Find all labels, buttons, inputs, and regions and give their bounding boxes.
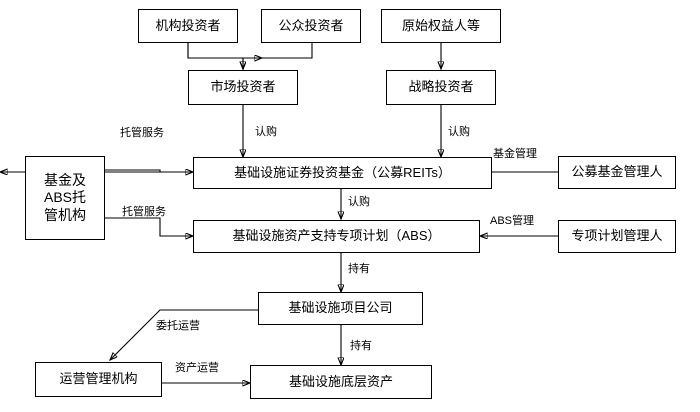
edge-label-abs-management: ABS管理 [490, 215, 535, 227]
edge-label-subscribe-market: 认购 [255, 126, 277, 138]
node-original-equity-holders[interactable]: 原始权益人等 [381, 9, 501, 43]
node-project-company[interactable]: 基础设施项目公司 [258, 292, 423, 325]
node-institutional-investors[interactable]: 机构投资者 [138, 9, 238, 43]
edge-label-custody-service-bottom: 托管服务 [122, 206, 166, 218]
edge-label-asset-operation: 资产运营 [175, 362, 219, 374]
edge-label-fund-management: 基金管理 [493, 148, 537, 160]
node-custody-institution[interactable]: 基金及 ABS托 管机构 [25, 156, 105, 240]
node-public-reits-fund[interactable]: 基础设施证券投资基金（公募REITs） [193, 157, 492, 189]
node-underlying-assets[interactable]: 基础设施底层资产 [250, 365, 432, 399]
node-abs-plan[interactable]: 基础设施资产支持专项计划（ABS） [193, 220, 480, 253]
edge-label-hold-underlying-assets: 持有 [350, 340, 372, 352]
edge-label-custody-service-top: 托管服务 [120, 127, 164, 139]
node-public-investors[interactable]: 公众投资者 [261, 9, 361, 43]
node-operation-manager[interactable]: 运营管理机构 [35, 362, 162, 397]
edge-label-subscribe-abs: 认购 [348, 196, 370, 208]
node-public-fund-manager[interactable]: 公募基金管理人 [558, 156, 676, 189]
edge-label-entrusted-operation: 委托运营 [156, 320, 200, 332]
node-abs-plan-manager[interactable]: 专项计划管理人 [558, 220, 676, 253]
node-market-investors[interactable]: 市场投资者 [188, 70, 298, 105]
node-strategic-investors[interactable]: 战略投资者 [386, 70, 496, 105]
edge-label-hold-project-company: 持有 [348, 263, 370, 275]
edge-label-subscribe-strategic: 认购 [448, 126, 470, 138]
